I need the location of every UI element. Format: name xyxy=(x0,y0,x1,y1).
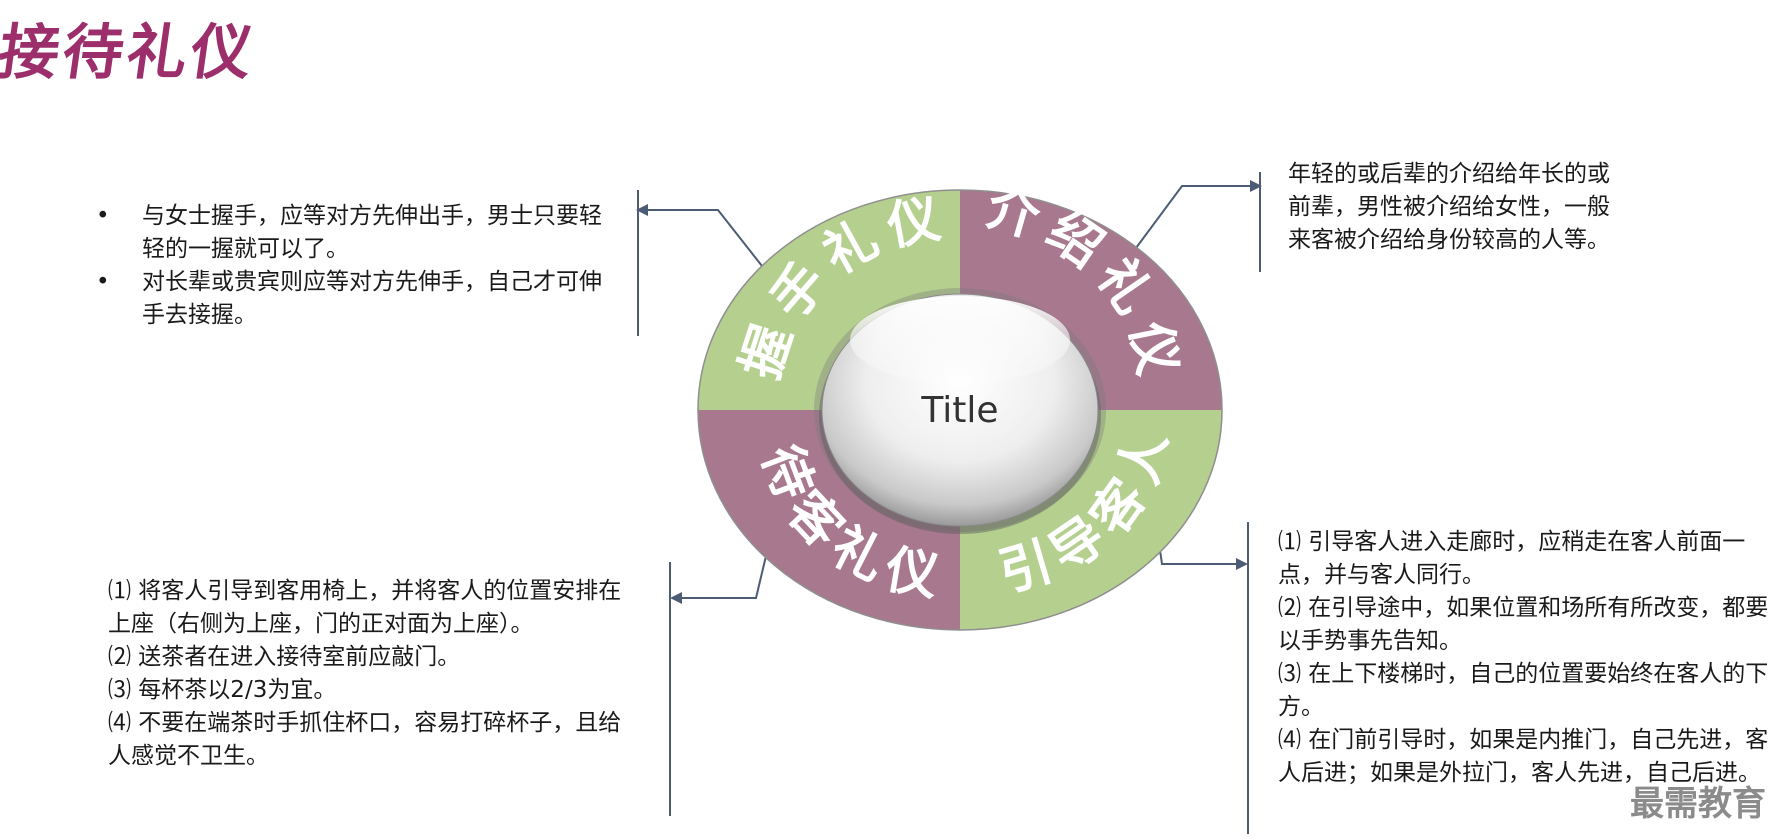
serving-notes: ⑴ 将客人引导到客用椅上，并将客人的位置安排在上座（右侧为上座，门的正对面为上座… xyxy=(108,575,638,773)
arrow-guiding xyxy=(1236,558,1248,570)
hub-highlight xyxy=(850,296,1070,384)
introduction-note: 年轻的或后辈的介绍给年长的或前辈，男性被介绍给女性，一般来客被介绍给身份较高的人… xyxy=(1288,158,1628,257)
handshake-notes: 与女士握手，应等对方先伸出手，男士只要轻轻的一握就可以了。 对长辈或贵宾则应等对… xyxy=(96,200,616,332)
guiding-note: ⑴ 引导客人进入走廊时，应稍走在客人前面一点，并与客人同行。 xyxy=(1278,526,1778,592)
connector-handshake xyxy=(644,210,762,266)
serving-note: ⑴ 将客人引导到客用椅上，并将客人的位置安排在上座（右侧为上座，门的正对面为上座… xyxy=(108,575,638,641)
handshake-note: 与女士握手，应等对方先伸出手，男士只要轻轻的一握就可以了。 xyxy=(96,200,616,266)
guiding-note: ⑶ 在上下楼梯时，自己的位置要始终在客人的下方。 xyxy=(1278,658,1778,724)
introduction-note-text: 年轻的或后辈的介绍给年长的或前辈，男性被介绍给女性，一般来客被介绍给身份较高的人… xyxy=(1288,158,1628,257)
serving-note: ⑵ 送茶者在进入接待室前应敲门。 xyxy=(108,641,638,674)
watermark: 最需教育 xyxy=(1630,776,1766,825)
connector-introduction xyxy=(1136,186,1254,248)
serving-note: ⑷ 不要在端茶时手抓住杯口，容易打碎杯子，且给人感觉不卫生。 xyxy=(108,707,638,773)
arrow-serving xyxy=(670,592,682,604)
handshake-note: 对长辈或贵宾则应等对方先伸手，自己才可伸手去接握。 xyxy=(96,266,616,332)
connector-serving xyxy=(678,556,766,598)
connector-guiding xyxy=(1160,550,1240,564)
guiding-note: ⑵ 在引导途中，如果位置和场所有所改变，都要以手势事先告知。 xyxy=(1278,592,1778,658)
serving-note: ⑶ 每杯茶以2/3为宜。 xyxy=(108,674,638,707)
hub: Title xyxy=(819,294,1101,534)
guiding-notes: ⑴ 引导客人进入走廊时，应稍走在客人前面一点，并与客人同行。 ⑵ 在引导途中，如… xyxy=(1278,526,1778,790)
hub-title: Title xyxy=(920,390,998,431)
